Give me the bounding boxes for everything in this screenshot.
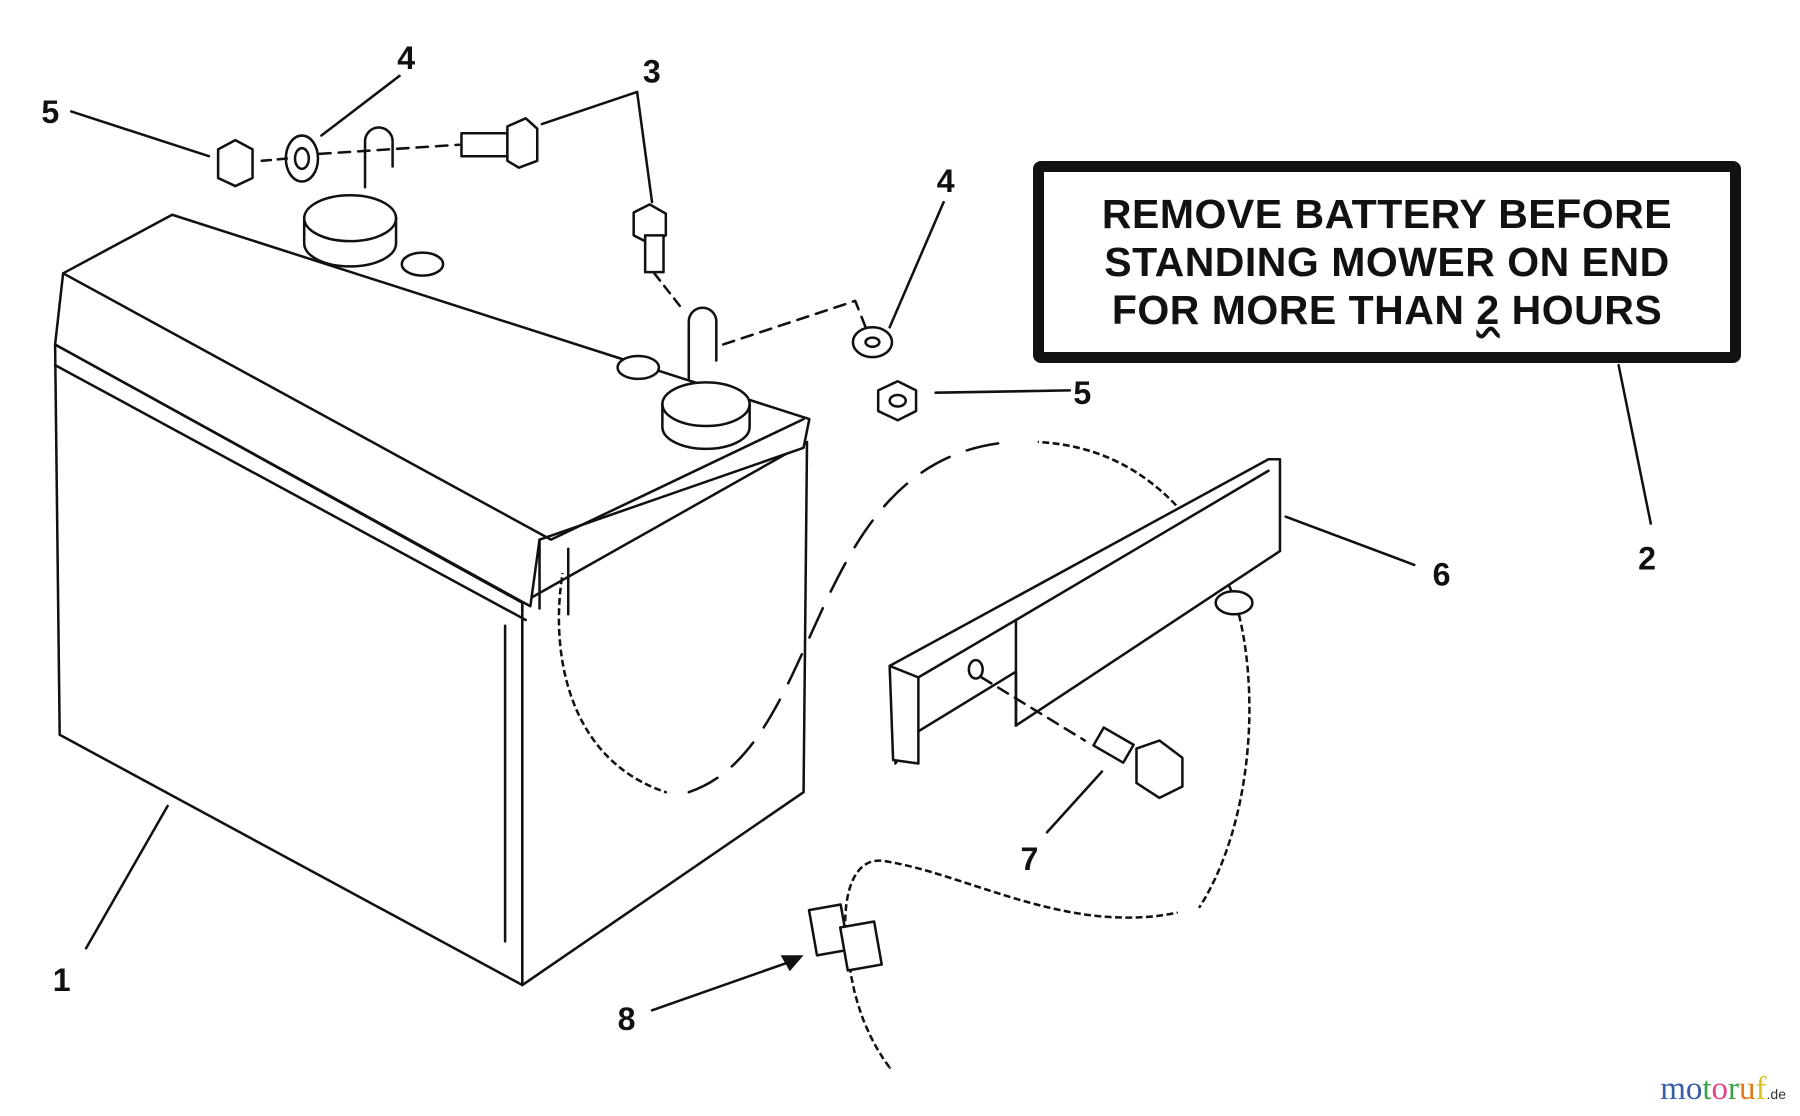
warning-line-3: FOR MORE THAN 2 HOURS: [1112, 286, 1662, 334]
watermark-letter: r: [1728, 1071, 1740, 1107]
watermark-letter: u: [1739, 1071, 1756, 1107]
terminal-hardware-positive: [721, 299, 918, 422]
warning-decal: REMOVE BATTERY BEFORE STANDING MOWER ON …: [1033, 161, 1741, 363]
callout-5-left: 5: [41, 94, 59, 130]
leader-lines: [69, 74, 1653, 1012]
watermark-letter: o: [1685, 1071, 1703, 1107]
terminal-cap-positive: [661, 381, 751, 428]
battery: [53, 126, 811, 987]
callout-2: 2: [1638, 540, 1656, 576]
warning-line-3-a: FOR MORE THAN: [1111, 287, 1477, 333]
callout-4-left: 4: [397, 40, 415, 76]
watermark-letter: f: [1755, 1071, 1767, 1107]
terminal-cap-negative: [302, 193, 398, 243]
watermark-letters: motoruf: [1660, 1071, 1766, 1107]
warning-line-1: REMOVE BATTERY BEFORE: [1101, 191, 1673, 237]
terminal-hardware-negative: [216, 117, 685, 312]
callout-3: 3: [643, 54, 661, 90]
watermark-letter: m: [1660, 1071, 1686, 1107]
warning-hours-number: 2: [1476, 287, 1500, 333]
callout-7: 7: [1021, 841, 1039, 877]
callout-5-right: 5: [1073, 375, 1091, 411]
warning-line-3-b: HOURS: [1499, 287, 1663, 333]
watermark-logo: motoruf.de: [1660, 1071, 1786, 1108]
battery-cable: [556, 439, 1254, 1070]
watermark-letter: t: [1702, 1071, 1712, 1107]
watermark-letter: o: [1711, 1071, 1729, 1107]
watermark-suffix: .de: [1766, 1086, 1786, 1102]
callout-8: 8: [618, 1001, 636, 1037]
warning-line-2: STANDING MOWER ON END: [1104, 239, 1670, 285]
battery-bracket: [888, 458, 1282, 800]
callout-4-right: 4: [937, 163, 955, 199]
callout-6: 6: [1433, 557, 1451, 593]
callout-1: 1: [53, 962, 71, 998]
